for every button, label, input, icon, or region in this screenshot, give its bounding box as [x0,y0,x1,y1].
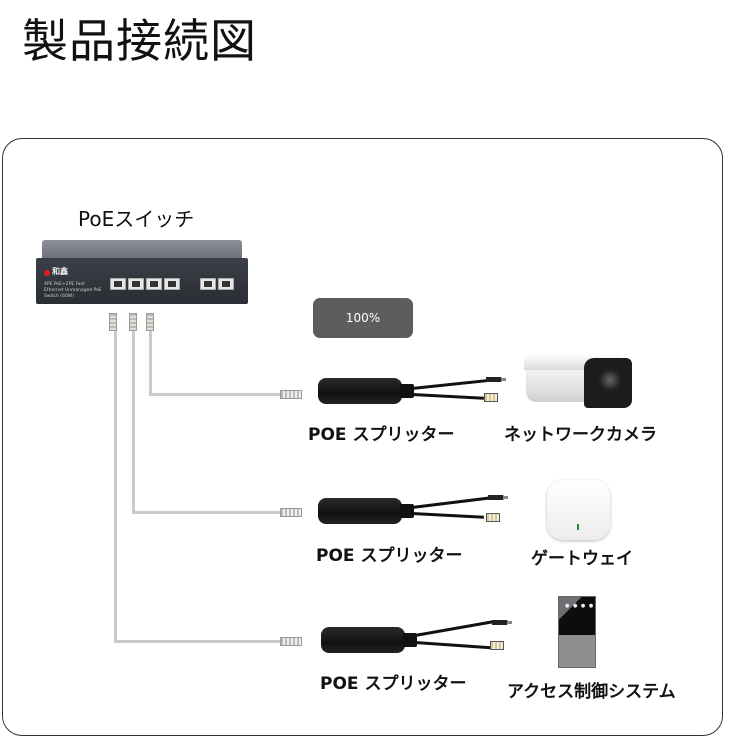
rj45-connector-icon [146,313,154,331]
splitter-label-2: POE スプリッター [316,546,463,566]
switch-top [42,240,242,260]
rj45-connector-icon [280,637,302,646]
splitter-label-3: POE スプリッター [320,674,467,694]
dc-plug-icon [492,620,508,625]
dc-tip [507,621,512,624]
splitter-label-1: POE スプリッター [308,425,455,445]
access-control-panel-icon: ● ● ● ● [558,596,596,668]
poe-port-3 [146,278,162,290]
dc-tip [501,378,506,381]
switch-brand: 和鑫 [52,267,68,276]
device-label-camera: ネットワークカメラ [504,425,657,445]
splitter-neck [400,384,414,398]
device-label-access: アクセス制御システム [507,682,676,702]
poe-switch: 和鑫 4PE PoE+2PE Fast Ethernet Unmanaged P… [36,240,248,304]
access-panel-display: ● ● ● ● [565,603,595,609]
rj45-out-icon [484,393,498,402]
rj45-connector-icon [129,313,137,331]
device-label-gateway: ゲートウェイ [531,549,633,569]
uplink-port-2 [218,278,234,290]
poe-splitter-1 [318,378,402,404]
cable-2-vertical [132,331,135,513]
switch-description: 4PE PoE+2PE Fast Ethernet Unmanaged PoE … [44,282,102,299]
camera-lens [598,368,622,392]
ip-camera-icon [524,354,634,410]
gateway-led [577,524,579,530]
cable-3-vertical [114,331,117,642]
rj45-out-icon [486,513,500,522]
switch-front: 和鑫 4PE PoE+2PE Fast Ethernet Unmanaged P… [36,258,248,304]
cable-2-horizontal [132,511,281,514]
uplink-port-1 [200,278,216,290]
rj45-connector-icon [109,313,117,331]
cable-1-horizontal [149,393,281,396]
poe-port-4 [164,278,180,290]
brand-logo-icon [44,270,50,276]
poe-splitter-3 [321,627,405,653]
dc-tip [503,496,508,499]
cable-3-horizontal [114,640,281,643]
dc-plug-icon [486,377,502,382]
gateway-icon [547,480,610,540]
rj45-connector-icon [280,390,302,399]
dc-plug-icon [488,495,504,500]
page-title: 製品接続図 [22,14,257,68]
access-panel-screen [559,597,595,635]
toast-text: 100% [345,311,381,325]
progress-toast: 100% [313,298,413,338]
switch-label: PoEスイッチ [78,207,195,231]
diagram-frame [2,138,723,736]
cable-1-vertical [149,331,152,395]
rj45-out-icon [490,641,504,650]
splitter-neck [403,633,417,647]
splitter-neck [400,504,414,518]
poe-port-2 [128,278,144,290]
poe-port-1 [110,278,126,290]
poe-splitter-2 [318,498,402,524]
rj45-connector-icon [280,508,302,517]
